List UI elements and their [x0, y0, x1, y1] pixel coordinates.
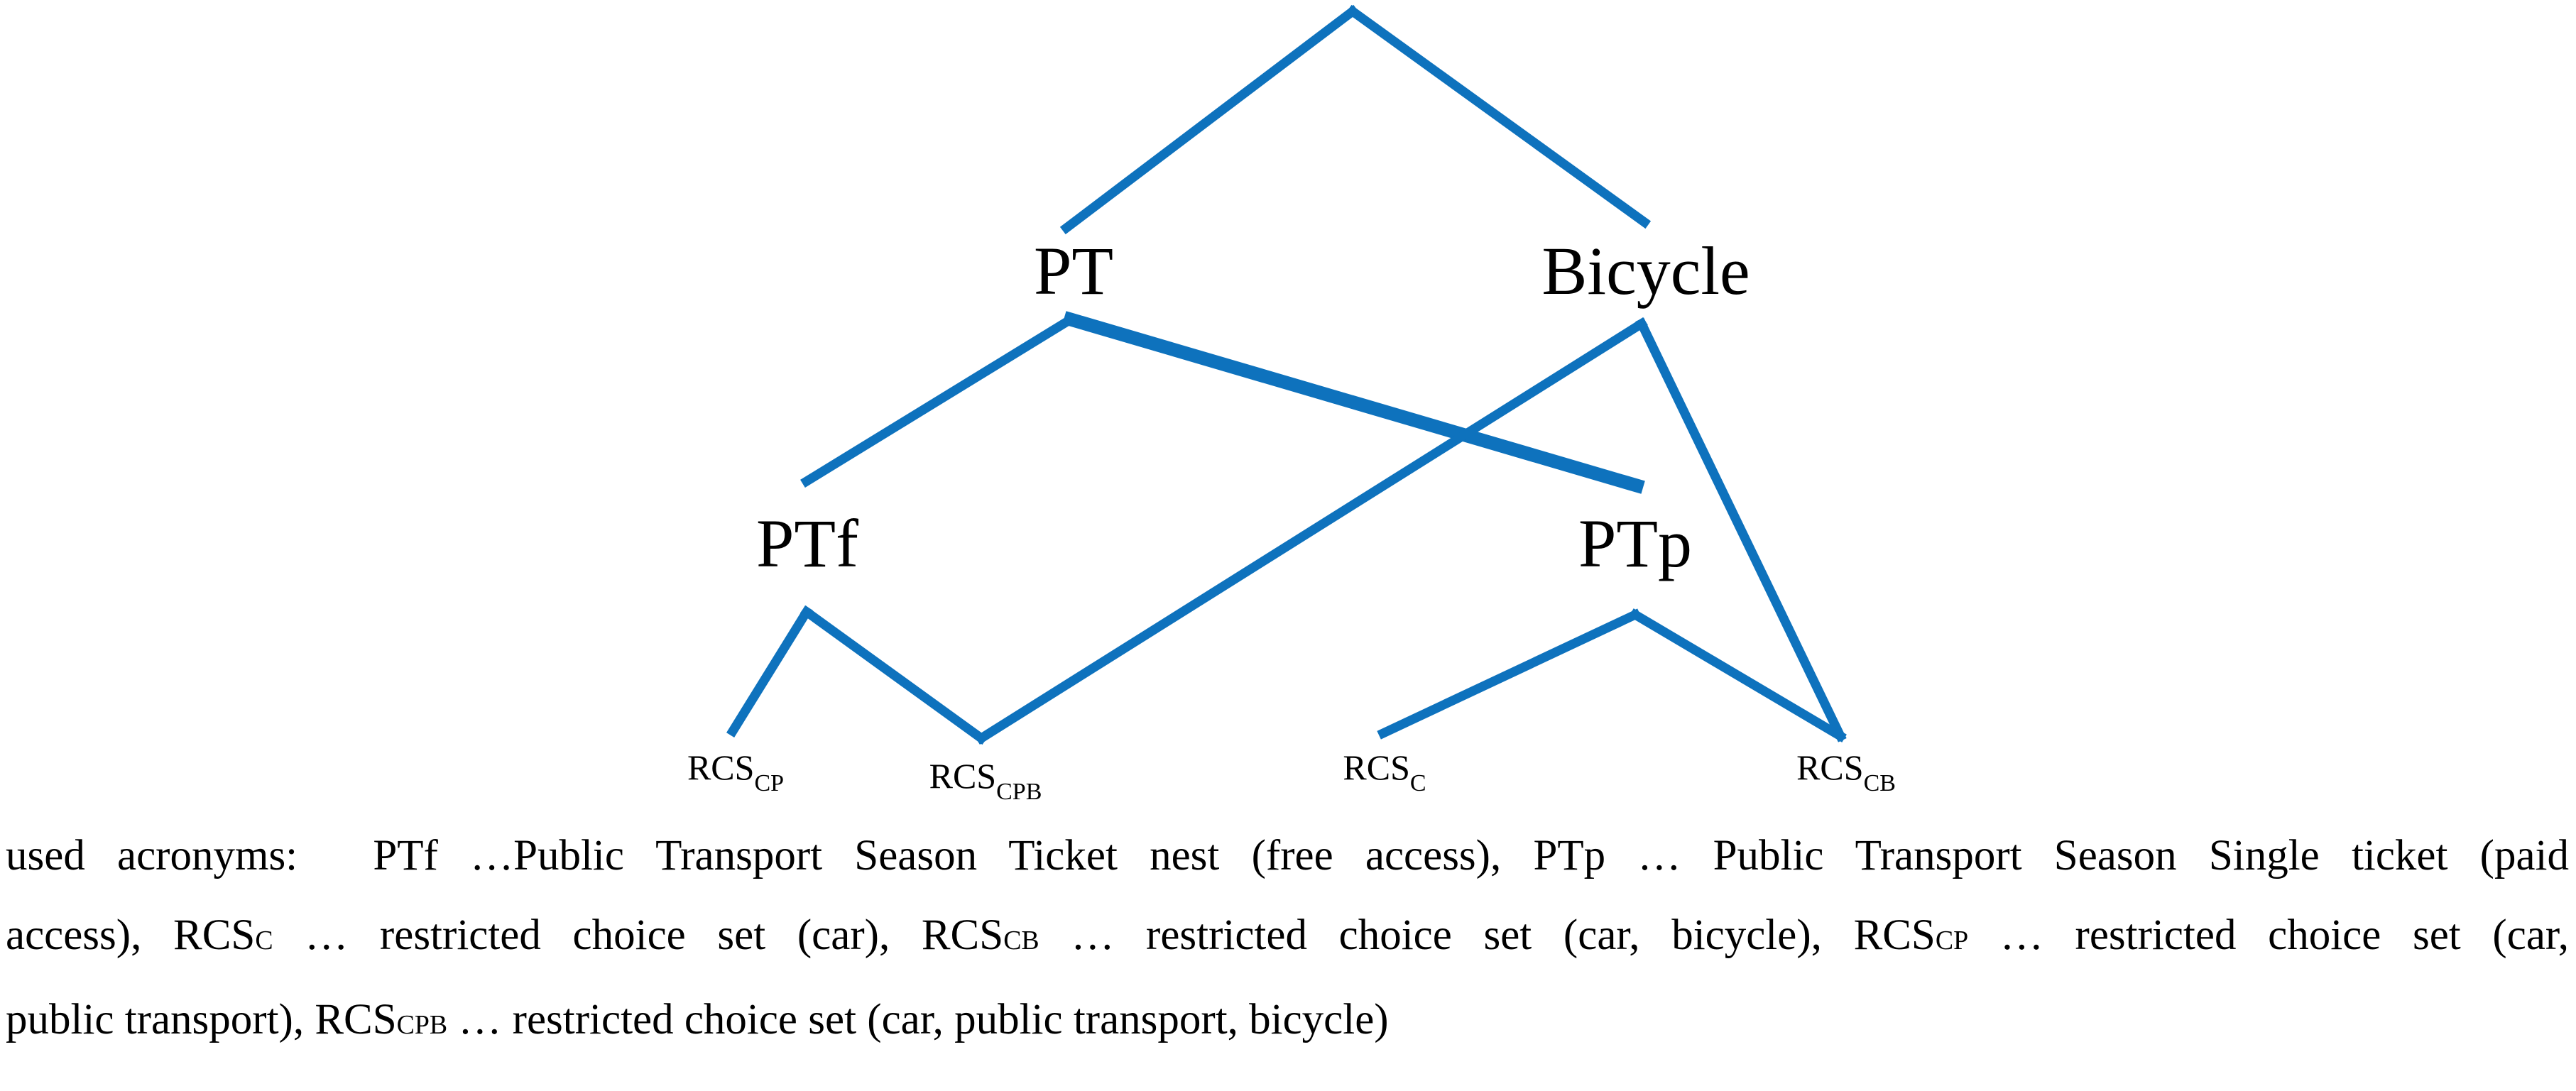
edge-bicycle-rcs-cpb: [975, 317, 1648, 745]
caption-subscript: CB: [1003, 926, 1039, 955]
leaf-rcs-cpb-main: RCS: [929, 756, 997, 796]
leaf-rcs-cpb: RCSCPB: [929, 756, 1042, 805]
caption-text: … restricted choice set (car), RCS: [273, 911, 1004, 959]
edge-ptf-rcs-cpb: [799, 605, 988, 745]
edge-ptf-rcs-cp: [726, 605, 813, 738]
leaf-rcs-cb: RCSCB: [1796, 747, 1896, 796]
caption-subscript: CPB: [396, 1010, 448, 1040]
caption-subscript: C: [255, 926, 273, 955]
edge-ptp-rcs-cb: [1629, 608, 1847, 742]
caption-text: … restricted choice set (car, bicycle), …: [1039, 911, 1936, 959]
edge-ptp-rcs-c: [1377, 608, 1642, 740]
node-ptf: PTf: [756, 505, 858, 581]
caption-line-3: public transport), RCSCPB … restricted c…: [6, 980, 2569, 1065]
leaf-rcs-cb-sub: CB: [1864, 770, 1896, 796]
edge-root-pt: [1059, 4, 1360, 235]
leaf-rcs-cp-sub: CP: [754, 770, 784, 796]
edge-pt-ptf: [800, 313, 1077, 488]
tree-diagram: PT Bicycle PTf PTp RCSCP RCSCPB RCSC RCS…: [687, 4, 1896, 805]
leaf-rcs-c-main: RCS: [1343, 747, 1410, 787]
node-pt: PT: [1034, 233, 1113, 309]
leaf-rcs-c: RCSC: [1343, 747, 1426, 796]
caption-text: public transport), RCS: [6, 996, 397, 1043]
caption-text: used acronyms: PTf …Public Transport Sea…: [6, 832, 2569, 879]
caption-line-2: access), RCSC … restricted choice set (c…: [6, 896, 2569, 980]
leaf-rcs-cpb-sub: CPB: [996, 779, 1042, 805]
leaf-rcs-c-sub: C: [1410, 770, 1426, 796]
leaf-rcs-cp-main: RCS: [687, 747, 755, 787]
caption-subscript: CP: [1935, 926, 1969, 955]
node-ptp: PTp: [1578, 505, 1692, 581]
edge-pt-ptp: [1062, 311, 1645, 494]
edge-bicycle-rcs-cb: [1635, 317, 1847, 742]
leaf-rcs-cb-main: RCS: [1796, 747, 1864, 787]
figure-caption: used acronyms: PTf …Public Transport Sea…: [6, 816, 2569, 1065]
leaf-rcs-cp: RCSCP: [687, 747, 784, 796]
edge-root-bicycle: [1346, 4, 1652, 229]
caption-text: access), RCS: [6, 911, 256, 959]
caption-line-1: used acronyms: PTf …Public Transport Sea…: [6, 816, 2569, 896]
caption-text: … restricted choice set (car, public tra…: [447, 996, 1389, 1043]
node-bicycle: Bicycle: [1541, 233, 1750, 309]
caption-text: … restricted choice set (car,: [1968, 911, 2570, 959]
